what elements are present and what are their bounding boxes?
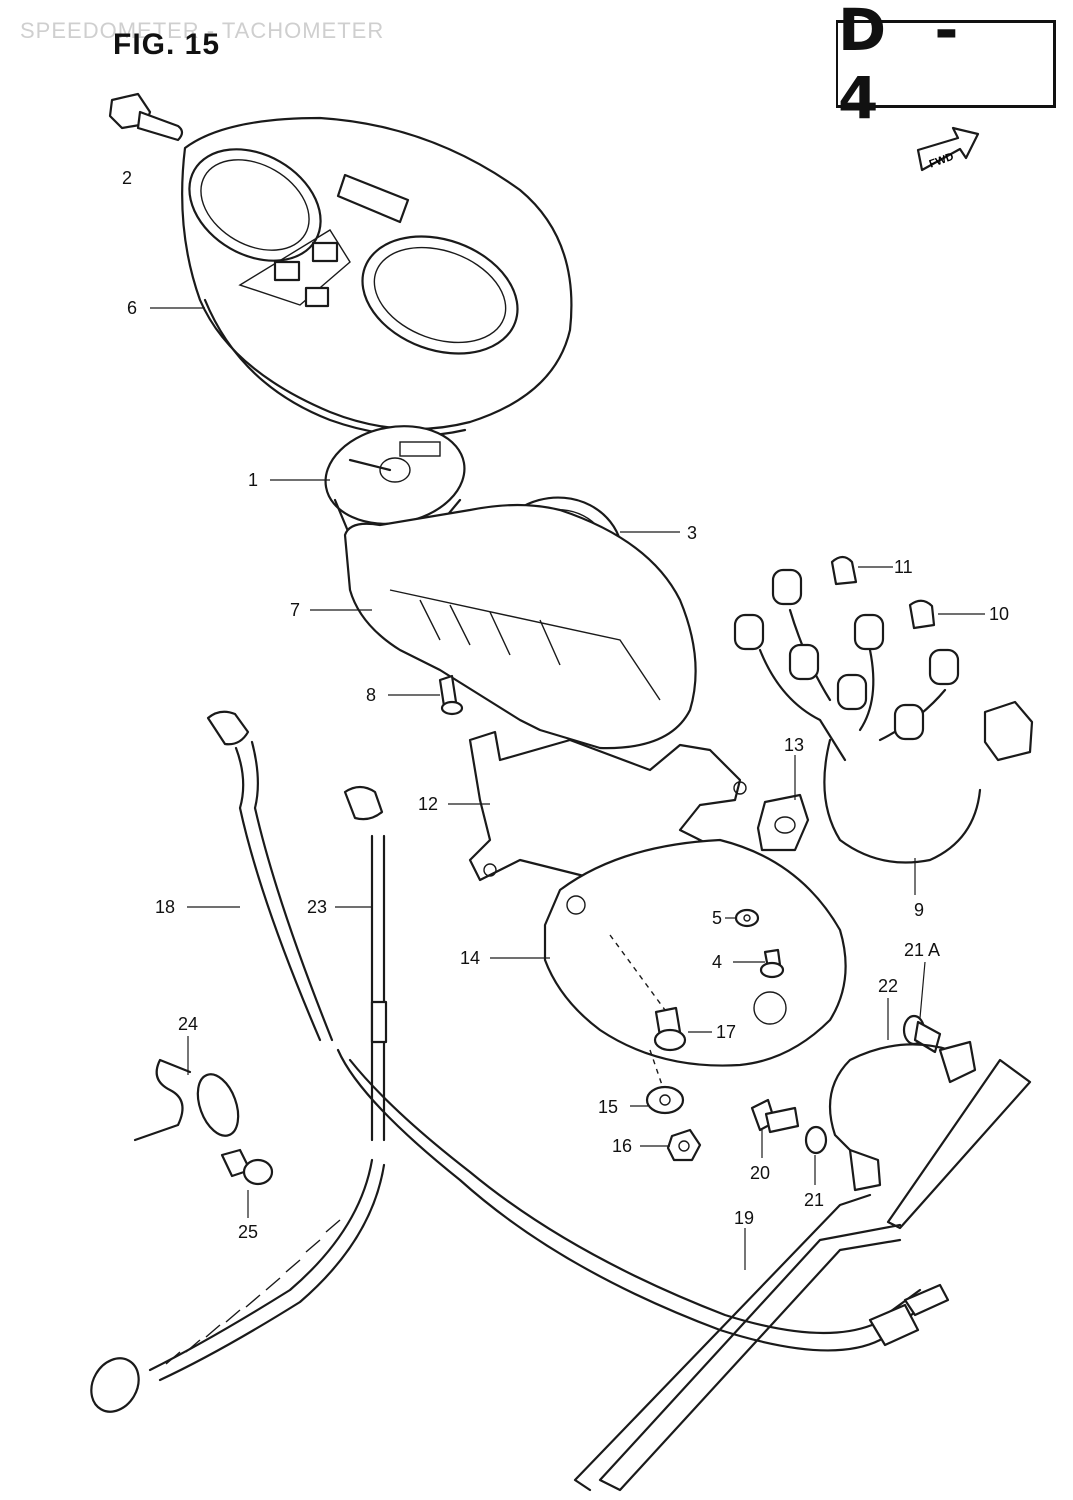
callout-14: 14 bbox=[460, 948, 481, 968]
clamp-part bbox=[756, 793, 810, 852]
speedometer-cable-run bbox=[336, 1048, 950, 1352]
callout-4: 4 bbox=[712, 952, 723, 972]
callout-21a: 21 A bbox=[904, 940, 941, 960]
forward-arrow-icon: FWD bbox=[916, 126, 980, 172]
callout-13: 13 bbox=[784, 735, 805, 755]
callout-3: 3 bbox=[687, 523, 698, 543]
callout-7: 7 bbox=[290, 600, 301, 620]
lower-cover-part bbox=[543, 838, 847, 1067]
ground-wire-part bbox=[828, 1040, 977, 1192]
callout-25: 25 bbox=[238, 1222, 259, 1242]
callout-12: 12 bbox=[418, 794, 439, 814]
cable-part-23 bbox=[343, 785, 388, 1142]
meter-cover-part bbox=[181, 116, 573, 437]
bulb-part-11 bbox=[830, 555, 858, 586]
callout-24: 24 bbox=[178, 1014, 199, 1034]
callout-22: 22 bbox=[878, 976, 899, 996]
callout-9: 9 bbox=[914, 900, 925, 920]
callout-11: 11 bbox=[894, 557, 913, 577]
cable-part-18 bbox=[206, 710, 334, 1042]
coiled-cable-part bbox=[90, 1158, 386, 1413]
callout-16: 16 bbox=[612, 1136, 633, 1156]
section-code: D - 4 bbox=[838, 0, 973, 132]
figure-label: FIG. 15 bbox=[113, 28, 221, 61]
callout-8: 8 bbox=[366, 685, 377, 705]
washer-part-15 bbox=[645, 1085, 685, 1115]
callout-20: 20 bbox=[750, 1163, 771, 1183]
callout-21: 21 bbox=[804, 1190, 825, 1210]
nut-part-16 bbox=[666, 1128, 702, 1162]
bolt-part-4 bbox=[759, 948, 785, 979]
spring-clip-part bbox=[133, 1058, 240, 1142]
callout-5: 5 bbox=[712, 908, 723, 928]
callout-2: 2 bbox=[122, 168, 133, 188]
screw-part-8 bbox=[438, 674, 464, 716]
callout-15: 15 bbox=[598, 1097, 619, 1117]
washer-part-5 bbox=[734, 908, 760, 928]
washer-part-21 bbox=[804, 1125, 828, 1155]
bolt-part-17 bbox=[653, 1006, 687, 1052]
callout-18: 18 bbox=[155, 897, 176, 917]
callout-10: 10 bbox=[989, 604, 1010, 624]
leader-lines bbox=[150, 307, 985, 1270]
bulb-socket-part bbox=[108, 92, 184, 142]
stay-plate-part bbox=[573, 1058, 1032, 1492]
wiring-harness-part bbox=[733, 568, 1034, 864]
meter-case-part bbox=[343, 503, 697, 750]
callout-19: 19 bbox=[734, 1208, 755, 1228]
figure-header-faint: SPEEDOMETER - TACHOMETER bbox=[20, 18, 385, 43]
callout-1: 1 bbox=[248, 470, 259, 490]
bolt-part-20 bbox=[750, 1098, 800, 1134]
callout-23: 23 bbox=[307, 897, 328, 917]
screw-part-25 bbox=[220, 1148, 274, 1186]
bolt-part-21a bbox=[902, 1014, 942, 1054]
section-code-box: D - 4 bbox=[836, 0, 1056, 132]
bulb-part-10 bbox=[908, 599, 936, 630]
callout-17: 17 bbox=[716, 1022, 737, 1042]
callout-6: 6 bbox=[127, 298, 138, 318]
